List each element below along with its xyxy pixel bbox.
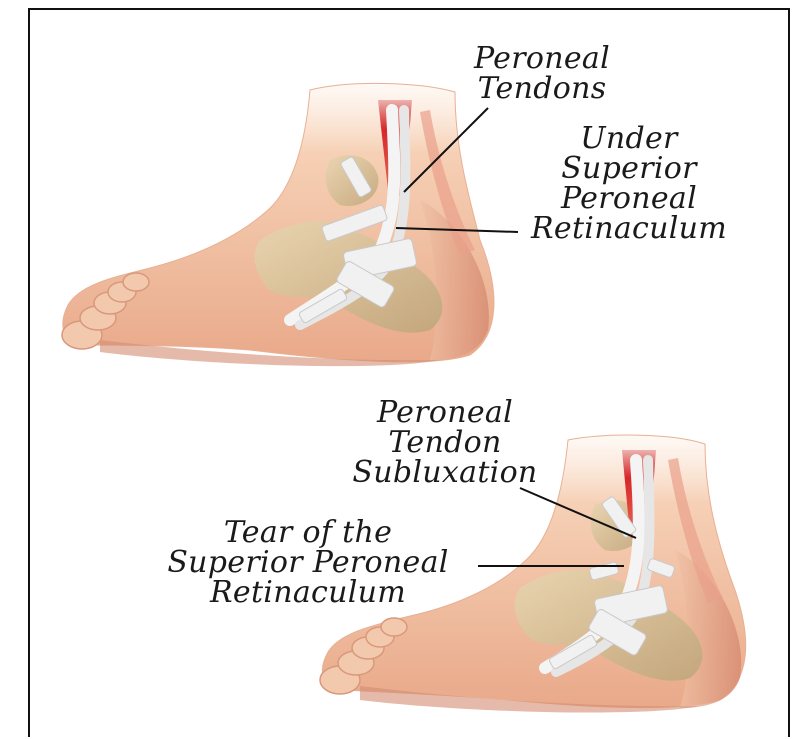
label-line: Subluxation [336, 458, 554, 488]
label-line: Peroneal [516, 184, 742, 214]
label-line: Tendon [336, 428, 554, 458]
label-peroneal-tendons: Peroneal Tendons [452, 44, 632, 104]
label-line: Superior [516, 154, 742, 184]
label-line: Under [516, 124, 742, 154]
top-foot [62, 83, 494, 366]
label-line: Peroneal [336, 398, 554, 428]
label-tear-superior-retinaculum: Tear of the Superior Peroneal Retinaculu… [136, 518, 480, 608]
label-under-superior-retinaculum: Under Superior Peroneal Retinaculum [516, 124, 742, 244]
label-line: Tear of the [136, 518, 480, 548]
label-line: Peroneal [452, 44, 632, 74]
label-tendon-subluxation: Peroneal Tendon Subluxation [336, 398, 554, 488]
label-line: Retinaculum [516, 214, 742, 244]
label-line: Tendons [452, 74, 632, 104]
label-line: Superior Peroneal [136, 548, 480, 578]
label-line: Retinaculum [136, 578, 480, 608]
